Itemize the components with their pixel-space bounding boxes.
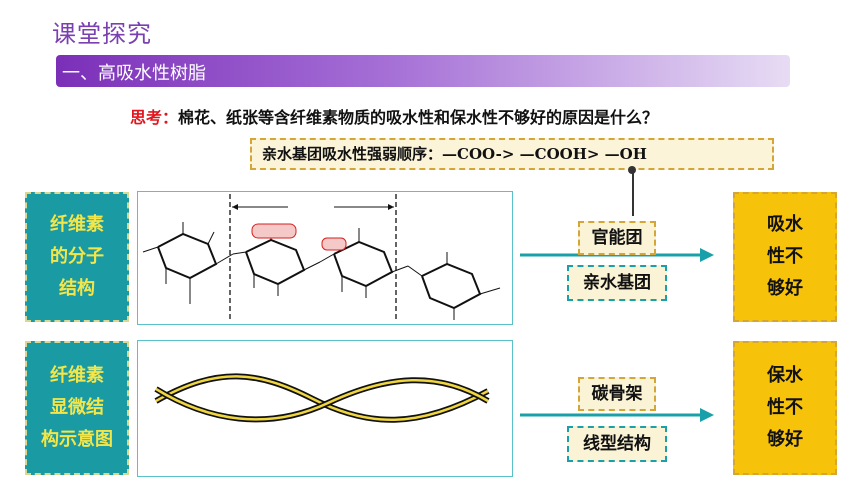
arrow-row-1	[520, 248, 714, 262]
cellulose-molecular-structure-label: 纤维素 的分子 结构	[25, 192, 129, 322]
tag-hydrophilic-group: 亲水基团	[567, 265, 667, 301]
result-water-retention: 保水 性不 够好	[733, 341, 837, 475]
result-line: 够好	[767, 429, 803, 450]
cellulose-microstructure-image	[137, 340, 513, 477]
arrow-row-2	[520, 408, 714, 422]
cellulose-microstructure-label: 纤维素 显微结 构示意图	[25, 341, 129, 475]
tag-carbon-skeleton: 碳骨架	[578, 377, 656, 411]
page-title: 课堂探究	[52, 20, 152, 48]
result-line: 性不	[767, 397, 803, 418]
result-line: 保水	[767, 365, 803, 386]
tag-functional-group: 官能团	[578, 221, 656, 255]
section-label: 一、高吸水性树脂	[62, 63, 206, 84]
label-line: 显微结	[50, 397, 104, 418]
question: 思考：棉花、纸张等含纤维素物质的吸水性和保水性不够好的原因是什么？	[130, 104, 658, 128]
result-line: 吸水	[767, 214, 803, 235]
label-line: 构示意图	[41, 429, 113, 450]
label-line: 结构	[59, 278, 95, 299]
connector-line	[632, 170, 634, 216]
cellulose-structure-diagram	[142, 194, 501, 322]
label-line: 的分子	[50, 246, 104, 267]
label-line: 纤维素	[50, 214, 104, 235]
question-prefix: 思考：	[130, 108, 179, 127]
tag-linear-structure: 线型结构	[567, 426, 667, 462]
cellulose-molecular-structure-image	[137, 191, 513, 325]
question-text: 棉花、纸张等含纤维素物质的吸水性和保水性不够好的原因是什么？	[178, 108, 659, 127]
result-water-absorption: 吸水 性不 够好	[733, 192, 837, 322]
label-line: 纤维素	[50, 365, 104, 386]
twisted-chains-diagram	[154, 373, 490, 423]
section-banner	[56, 55, 790, 87]
hydrophilic-order-box: 亲水基团吸水性强弱顺序：—COO-> —COOH> —OH	[250, 138, 774, 170]
result-line: 够好	[767, 278, 803, 299]
result-line: 性不	[767, 246, 803, 267]
